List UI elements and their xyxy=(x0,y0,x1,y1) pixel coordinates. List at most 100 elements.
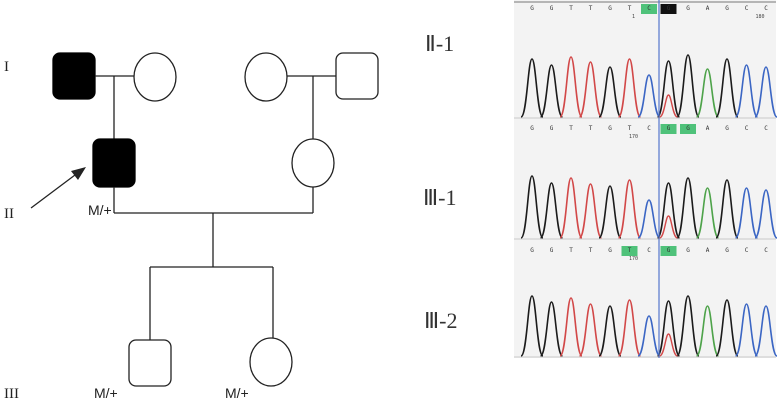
pedigree-chart: I II III M/+ M/+ M/+ xyxy=(4,52,379,402)
sequence-base-letter: C xyxy=(647,125,651,132)
pedigree-i4-male xyxy=(335,52,379,100)
panel-label-iii-1: Ⅲ-1 xyxy=(423,185,457,210)
sequence-base-letter: G xyxy=(725,247,729,254)
sequence-base-letter: C xyxy=(764,125,768,132)
chromatogram-peak xyxy=(539,182,564,239)
sequence-base-letter: C xyxy=(764,247,768,254)
pedigree-i3-female xyxy=(244,52,288,102)
chromatogram-peak xyxy=(637,199,661,239)
chromatogram-background xyxy=(514,0,776,358)
chromatogram-peak xyxy=(734,187,759,239)
base-highlight-box xyxy=(660,124,677,134)
pedigree-ii2-female xyxy=(291,138,335,188)
sequence-position-number: 1 xyxy=(632,14,635,20)
pedigree-iii2-female xyxy=(249,337,293,387)
genotype-label-iii2: M/+ xyxy=(225,385,249,401)
chromatogram-peak xyxy=(695,305,720,357)
genotype-label-ii1: M/+ xyxy=(88,202,112,218)
chromatogram-peak xyxy=(734,303,759,357)
chromatogram-peak xyxy=(676,54,700,118)
sequence-base-letter: G xyxy=(686,5,690,12)
chromatogram-peak xyxy=(676,295,700,357)
chromatogram-peak xyxy=(578,303,603,357)
chromatogram-peak xyxy=(656,300,681,357)
sequence-base-letter: T xyxy=(589,5,593,12)
generation-label-ii: II xyxy=(4,206,14,222)
chromatogram-peak xyxy=(520,295,544,357)
sequence-position-number: 180 xyxy=(755,14,764,20)
sequence-base-letter: T xyxy=(628,247,632,254)
chromatogram-peak xyxy=(559,177,583,239)
sequence-base-letter: G xyxy=(667,247,671,254)
generation-label-iii: III xyxy=(4,386,19,402)
chromatogram-peak xyxy=(695,187,720,239)
chromatogram-peak xyxy=(656,182,681,239)
base-highlight-box xyxy=(660,4,677,14)
sequence-position-number: 170 xyxy=(629,134,638,140)
pedigree-i1-affected-male xyxy=(52,52,96,100)
sequence-base-letter: T xyxy=(569,5,573,12)
chromatogram-secondary-peak xyxy=(659,333,678,357)
chromatogram-peak xyxy=(539,64,564,118)
sequence-base-letter: C xyxy=(647,247,651,254)
chromatogram-peak xyxy=(617,58,642,118)
sequence-base-letter: G xyxy=(686,125,690,132)
chromatogram-peak xyxy=(598,185,622,239)
chromatogram-peak xyxy=(578,183,603,239)
base-highlight-box xyxy=(641,4,657,14)
chromatogram-peak xyxy=(754,66,777,118)
chromatogram-peak xyxy=(520,175,544,239)
sequence-base-letter: G xyxy=(608,125,612,132)
sequence-base-letter: C xyxy=(647,5,651,12)
sequence-base-letter: G xyxy=(725,5,729,12)
chromatogram-peak xyxy=(695,68,720,118)
pedigree-ii1-affected-male-proband xyxy=(92,138,136,188)
chromatogram-peak xyxy=(559,56,583,118)
sequence-base-letter: C xyxy=(764,5,768,12)
sequence-base-letter: G xyxy=(530,125,534,132)
chromatogram-peak xyxy=(754,305,777,357)
panel-label-ii-1: Ⅱ-1 xyxy=(425,31,454,56)
panel-label-iii-2: Ⅲ-2 xyxy=(424,308,458,333)
sequence-position-number: 170 xyxy=(629,256,638,262)
sequence-base-letter: T xyxy=(589,247,593,254)
base-highlight-box xyxy=(660,246,677,256)
sequence-base-letter: C xyxy=(745,247,749,254)
sequence-base-letter: G xyxy=(608,5,612,12)
base-highlight-box xyxy=(621,246,638,256)
sequence-base-letter: T xyxy=(569,247,573,254)
sequence-base-letter: G xyxy=(550,5,554,12)
sequence-base-letter: G xyxy=(667,5,671,12)
chromatogram-peak xyxy=(734,64,759,118)
sequence-base-letter: G xyxy=(667,125,671,132)
sequence-base-letter: C xyxy=(745,5,749,12)
chromatogram-peak xyxy=(715,179,739,239)
sequence-base-letter: A xyxy=(706,5,710,12)
sequence-base-letter: T xyxy=(569,125,573,132)
chromatogram-peak xyxy=(715,299,739,357)
base-highlight-box xyxy=(680,124,696,134)
sequence-base-letter: G xyxy=(686,247,690,254)
sequence-base-letter: G xyxy=(725,125,729,132)
generation-label-i: I xyxy=(4,59,9,75)
chromatogram-peak xyxy=(559,297,583,357)
sequence-base-letter: G xyxy=(608,247,612,254)
chromatogram-peak xyxy=(656,60,681,118)
sequence-base-letter: G xyxy=(550,125,554,132)
proband-arrow-icon xyxy=(30,167,86,209)
chromatogram-peak xyxy=(715,58,739,118)
genotype-label-iii1: M/+ xyxy=(94,385,118,401)
pedigree-i2-female xyxy=(133,52,177,102)
chromatogram-peak xyxy=(617,299,642,357)
chromatogram-peak xyxy=(578,61,603,118)
chromatogram-secondary-peak xyxy=(659,215,678,239)
chromatogram-secondary-peak xyxy=(659,94,678,118)
sequence-base-letter: A xyxy=(706,125,710,132)
sequence-base-letter: T xyxy=(628,5,632,12)
chromatogram-peak xyxy=(637,315,661,357)
sequence-base-letter: G xyxy=(550,247,554,254)
sequence-base-letter: T xyxy=(589,125,593,132)
chromatogram-peak xyxy=(598,305,622,357)
